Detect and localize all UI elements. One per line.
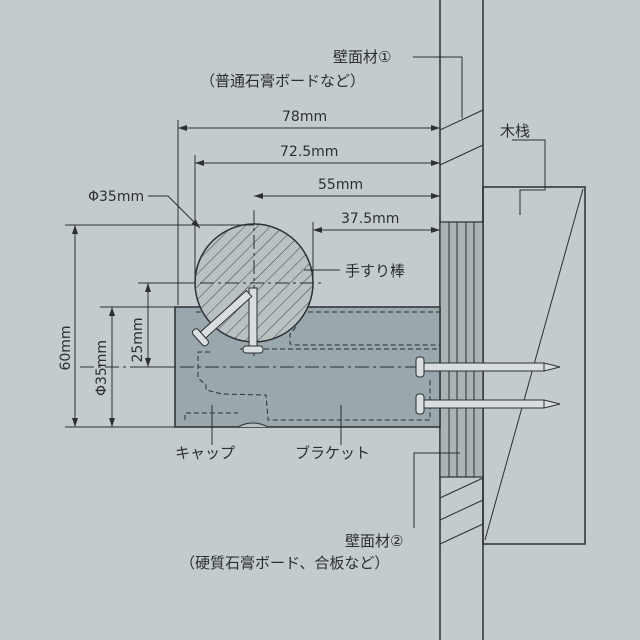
- label-wall-board-2-note: （硬質石膏ボード、合板など）: [180, 554, 389, 572]
- dim-text-78: 78mm: [282, 109, 327, 125]
- dim-text-72-5: 72.5mm: [280, 144, 338, 160]
- label-wall-board-2: 壁面材②: [345, 532, 403, 550]
- label-wall-board-1: 壁面材①: [333, 48, 391, 66]
- dim-text-60: 60mm: [58, 325, 74, 370]
- label-bracket: ブラケット: [295, 444, 370, 462]
- label-cap: キャップ: [175, 444, 235, 462]
- wall-screw-upper: [415, 356, 561, 378]
- label-handrail: 手すり棒: [345, 262, 405, 280]
- label-wood-stud: 木栈: [500, 122, 530, 140]
- rail-screw-vertical: [242, 287, 264, 354]
- label-wall-board-1-note: （普通石膏ボードなど）: [200, 72, 365, 90]
- wall-board-2: [439, 221, 484, 478]
- dim-text-25: 25mm: [130, 317, 146, 362]
- dim-text-35: Φ35mm: [94, 340, 110, 396]
- dim-text-55: 55mm: [318, 177, 363, 193]
- leader-lines: [148, 56, 546, 528]
- rail-screw-diagonal: [191, 289, 253, 347]
- wall-screw-lower: [415, 393, 561, 415]
- dim-text-37-5: 37.5mm: [341, 211, 399, 227]
- label-rail-diameter: Φ35mm: [88, 189, 144, 205]
